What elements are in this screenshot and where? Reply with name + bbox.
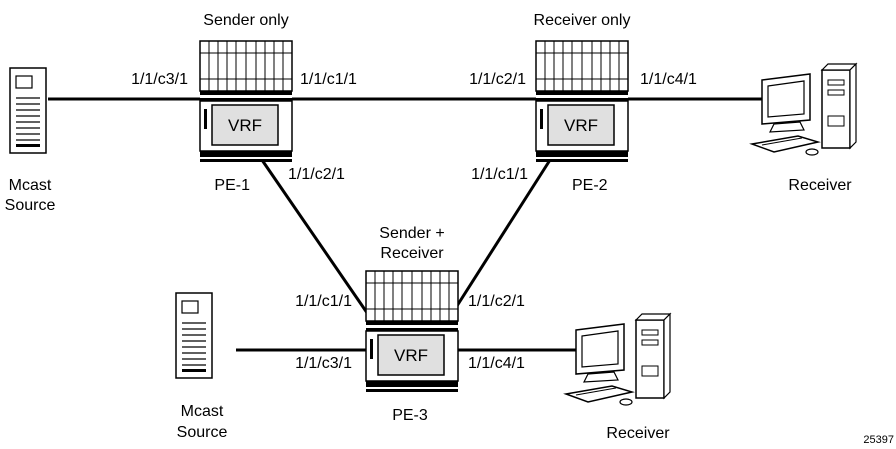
port-label-pe1-c2: 1/1/c2/1 bbox=[288, 166, 345, 183]
role-label-pe2: Receiver only bbox=[534, 12, 631, 29]
link-pe1-pe3 bbox=[260, 159, 374, 321]
role-label-pe1: Sender only bbox=[203, 12, 288, 29]
receiver1-label: Receiver bbox=[788, 177, 852, 194]
router-pe2: VRF bbox=[535, 40, 629, 163]
router-name-pe1: PE-1 bbox=[214, 177, 250, 194]
port-label-pe3-c3: 1/1/c3/1 bbox=[295, 355, 352, 372]
server-icon-source1 bbox=[9, 67, 47, 154]
source1-label-line2: Source bbox=[5, 197, 56, 214]
port-label-pe2-c1: 1/1/c1/1 bbox=[471, 166, 528, 183]
source2-label-line2: Source bbox=[177, 424, 228, 441]
port-label-pe3-c1: 1/1/c1/1 bbox=[295, 293, 352, 310]
role-label-pe3-line1: Sender + bbox=[379, 225, 444, 242]
receiver2-label: Receiver bbox=[606, 425, 670, 442]
figure-id: 25397 bbox=[863, 434, 894, 446]
port-label-pe3-c4: 1/1/c4/1 bbox=[468, 355, 525, 372]
port-label-pe3-c2: 1/1/c2/1 bbox=[468, 293, 525, 310]
vrf-label-pe1: VRF bbox=[228, 116, 262, 135]
source1-label-line1: Mcast bbox=[9, 177, 52, 194]
pc-icon-receiver1 bbox=[751, 63, 857, 156]
server-icon-source2 bbox=[175, 292, 213, 379]
vrf-label-pe2: VRF bbox=[564, 116, 598, 135]
router-name-pe3: PE-3 bbox=[392, 407, 428, 424]
source2-label-line1: Mcast bbox=[181, 403, 224, 420]
pc-icon-receiver2 bbox=[565, 313, 671, 406]
port-label-pe1-c1: 1/1/c1/1 bbox=[300, 71, 357, 88]
port-label-pe1-c3: 1/1/c3/1 bbox=[131, 71, 188, 88]
role-label-pe3-line2: Receiver bbox=[380, 245, 444, 262]
link-pe2-pe3 bbox=[446, 159, 552, 321]
vrf-label-pe3: VRF bbox=[394, 346, 428, 365]
router-pe3: VRF bbox=[365, 270, 459, 393]
port-label-pe2-c2: 1/1/c2/1 bbox=[469, 71, 526, 88]
router-pe1: VRF bbox=[199, 40, 293, 163]
port-label-pe2-c4: 1/1/c4/1 bbox=[640, 71, 697, 88]
router-name-pe2: PE-2 bbox=[572, 177, 608, 194]
